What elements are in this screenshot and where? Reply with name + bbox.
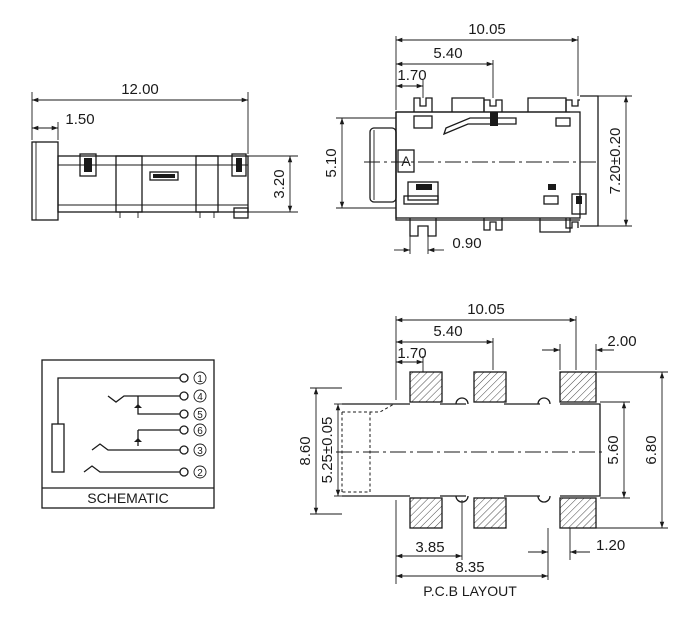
side-dim-length: 12.00 [121, 81, 159, 98]
pcb-dim-pitch-b: 8.35 [455, 559, 484, 576]
schematic-pin-1: 1 [193, 371, 207, 385]
top-view: A 10.05 5.40 1.70 5.10 7.20±0.20 0.90 [323, 21, 632, 254]
schematic-frame [41, 359, 215, 509]
svg-text:4: 4 [197, 392, 203, 403]
side-view-body [57, 155, 249, 213]
side-view: 12.00 1.50 3.20 [31, 81, 298, 221]
pcb-caption: P.C.B LAYOUT [423, 583, 517, 599]
schematic-pin-3: 3 [193, 443, 207, 457]
pcb-dim-pitch: 5.40 [433, 323, 462, 340]
top-view-body [395, 111, 581, 219]
schematic-pin-2: 2 [193, 465, 207, 479]
top-view-marking: A [401, 153, 411, 169]
top-dim-overall-width: 7.20±0.20 [607, 128, 624, 195]
svg-text:2: 2 [197, 468, 203, 479]
pcb-dim-pad-span: 5.60 [605, 435, 622, 464]
pcb-layout: 10.05 5.40 1.70 2.00 8.60 5.25±0.05 5.60 [297, 301, 668, 599]
pcb-dim-pad-outer: 6.80 [643, 435, 660, 464]
schematic-pin-5: 5 [193, 407, 207, 421]
pcb-dim-overall-width: 8.60 [297, 436, 314, 465]
svg-text:1: 1 [197, 374, 203, 385]
pcb-pad-top-2 [473, 371, 507, 403]
top-dim-length: 10.05 [468, 21, 506, 38]
schematic: SCHEMATIC 1 4 5 6 3 2 [41, 359, 215, 509]
top-dim-edge: 1.70 [397, 67, 426, 84]
schematic-pin-4: 4 [193, 389, 207, 403]
pcb-dim-pad-width: 1.20 [596, 537, 625, 554]
pcb-pad-top-3 [559, 371, 597, 403]
svg-text:3: 3 [197, 446, 203, 457]
side-dim-height: 3.20 [271, 169, 288, 198]
pcb-dim-length: 10.05 [467, 301, 505, 318]
svg-text:5: 5 [197, 410, 203, 421]
top-dim-pin-width: 0.90 [452, 235, 481, 252]
top-dim-pitch: 5.40 [433, 45, 462, 62]
pcb-pad-bottom-3 [559, 497, 597, 529]
schematic-pin-6: 6 [193, 423, 207, 437]
side-dim-flange: 1.50 [65, 111, 94, 128]
schematic-caption: SCHEMATIC [87, 490, 168, 506]
svg-text:6: 6 [197, 426, 203, 437]
pcb-dim-pitch-a: 3.85 [415, 539, 444, 556]
top-dim-body-width: 5.10 [323, 148, 340, 177]
pcb-dim-edge: 1.70 [397, 345, 426, 362]
pcb-dim-pad-length: 2.00 [607, 333, 636, 350]
pcb-pad-top-1 [409, 371, 443, 403]
pcb-pad-bottom-1 [409, 497, 443, 529]
pcb-pad-bottom-2 [473, 497, 507, 529]
pcb-dim-inner-width: 5.25±0.05 [319, 417, 336, 484]
